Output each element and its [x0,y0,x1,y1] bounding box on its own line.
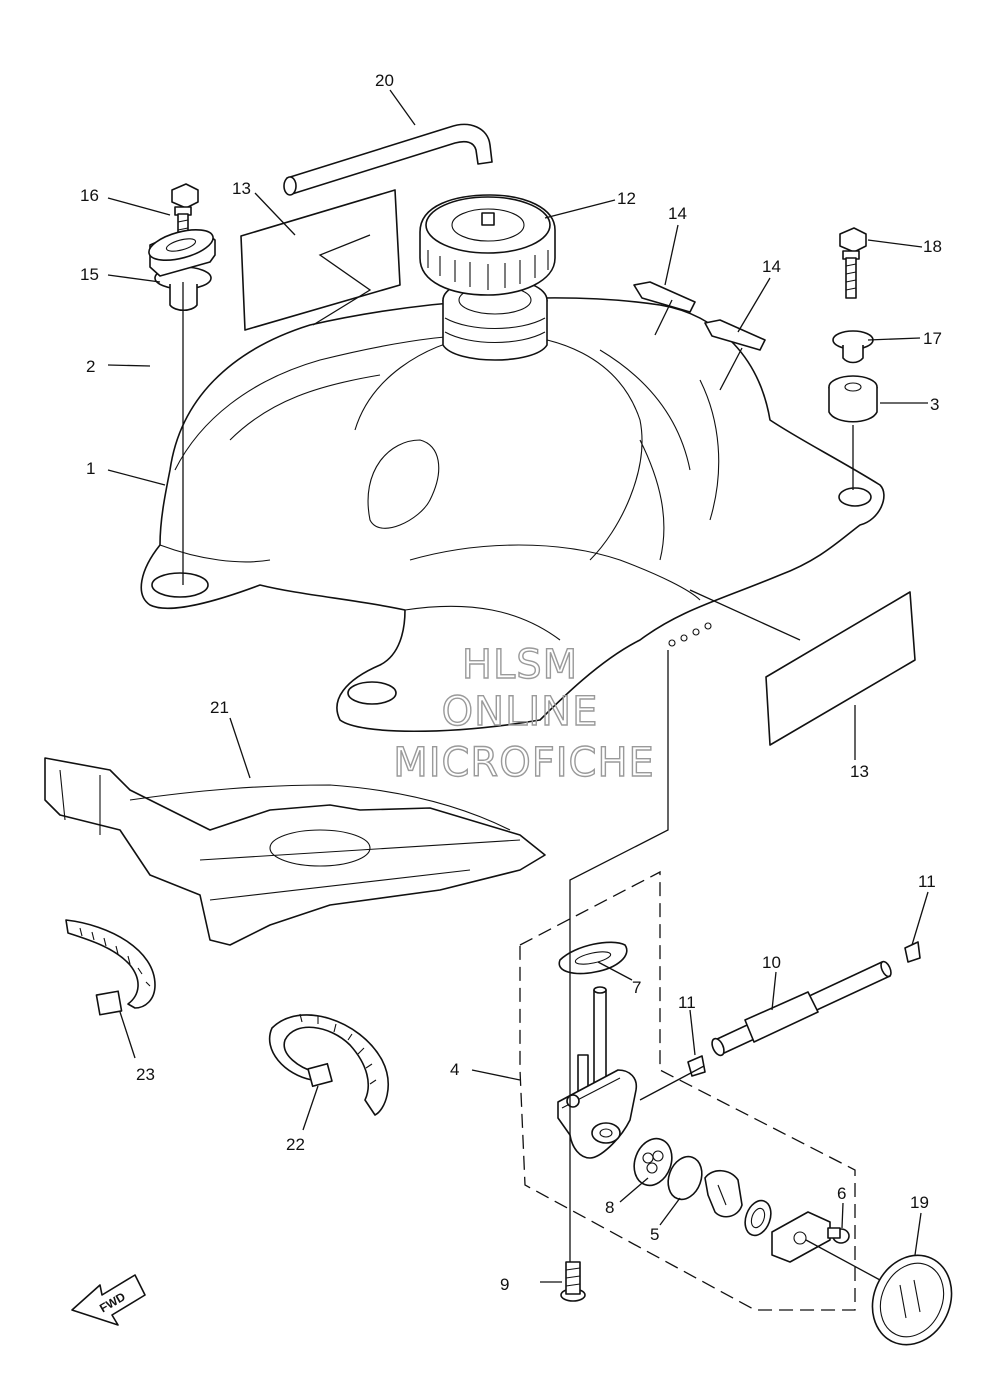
fuel-cock-lever[interactable] [704,1169,743,1218]
callout-19: 19 [910,1193,929,1212]
seal-washer[interactable] [741,1197,776,1239]
callout-18: 18 [923,237,942,256]
callout-4: 4 [450,1060,459,1079]
gasket-7[interactable] [558,941,628,975]
band-strap-23[interactable] [65,919,156,1016]
fuel-cap[interactable] [419,194,556,296]
fuel-hose-10[interactable] [710,960,893,1057]
callout-7: 7 [632,978,641,997]
callout-8: 8 [605,1198,614,1217]
callout-12: 12 [617,189,636,208]
callout-1: 1 [86,459,95,478]
callout-13-right: 13 [850,762,869,781]
drain-bolt-9[interactable] [560,1261,586,1302]
callout-17: 17 [923,329,942,348]
callout-14-left: 14 [668,204,687,223]
callout-22: 22 [286,1135,305,1154]
cover-plate[interactable] [771,1211,831,1263]
callout-labels: 20 13 12 16 14 14 18 15 17 2 3 1 21 13 1… [80,71,942,1294]
callout-6: 6 [837,1184,846,1203]
callout-14-right: 14 [762,257,781,276]
tank-pad-left[interactable] [633,281,696,313]
watermark-line-1: HLSM [462,642,578,688]
callout-11-lower: 11 [678,993,696,1012]
callout-10: 10 [762,953,781,972]
o-ring-5[interactable] [662,1152,707,1204]
fuel-cock-assembly-boundary [519,870,856,1311]
watermark-line-2: ONLINE [442,689,599,735]
callout-11-upper: 11 [918,872,936,891]
callout-15: 15 [80,265,99,284]
callout-16: 16 [80,186,99,205]
callout-5: 5 [650,1225,659,1244]
grommet-right[interactable] [828,375,878,423]
decal-label-top[interactable] [240,189,401,331]
forward-direction-arrow: FWD [71,1274,146,1326]
leader-lines [107,89,929,1283]
grommet-left[interactable] [146,224,216,277]
tank-guard[interactable] [44,757,546,946]
hose-clip-upper[interactable] [904,941,921,963]
watermark-line-3: MICROFICHE [393,740,655,786]
breather-hose[interactable] [283,123,493,196]
hose-clip-lower[interactable] [687,1055,706,1077]
emblem-19[interactable] [858,1242,966,1357]
band-strap-22[interactable] [268,1013,389,1116]
callout-23: 23 [136,1065,155,1084]
watermark: HLSM ONLINE MICROFICHE [392,641,655,786]
tank-pad-right[interactable] [704,319,766,351]
callout-20: 20 [375,71,394,90]
fuel-cock[interactable] [557,986,638,1159]
callout-13-top: 13 [232,179,251,198]
screw-6[interactable] [827,1227,850,1244]
callout-2: 2 [86,357,95,376]
callout-9: 9 [500,1275,509,1294]
diaphragm-8[interactable] [628,1133,678,1190]
collar-right[interactable] [832,330,874,364]
decal-label-right[interactable] [765,591,916,746]
callout-3: 3 [930,395,939,414]
bolt-right[interactable] [839,227,867,299]
callout-21: 21 [210,698,229,717]
